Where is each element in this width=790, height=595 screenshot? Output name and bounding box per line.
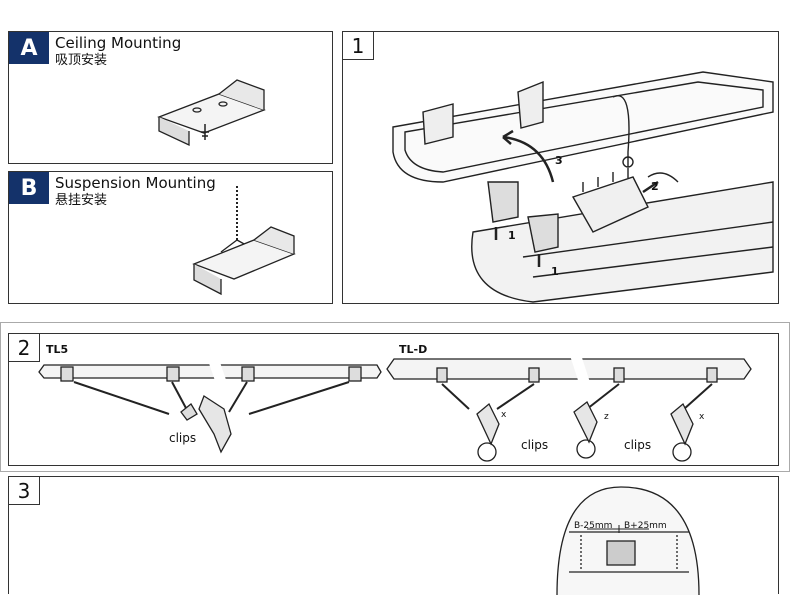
panel-title: Suspension Mounting [55, 174, 216, 192]
step-number: 1 [343, 32, 374, 60]
panel-badge: A [9, 32, 49, 64]
panel-badge: B [9, 172, 49, 204]
panel-title: Ceiling Mounting [55, 34, 182, 52]
dimension-left: B-25mm [574, 521, 613, 531]
callout-1a: 1 [508, 229, 516, 242]
callout-2: 2 [651, 180, 659, 193]
callout-1b: 1 [551, 265, 559, 278]
luminaire-wiring-illustration [392, 71, 774, 303]
tl5-label: TL5 [46, 343, 69, 356]
suspension-bracket-illustration [192, 186, 296, 296]
panel-step-2: 2 TL5 TL-D [8, 333, 779, 466]
panel-subtitle: 悬挂安装 [55, 193, 108, 208]
axis-x-left: x [501, 410, 507, 420]
ceiling-bracket-illustration [157, 79, 266, 147]
clip-mounting-illustration [38, 351, 752, 462]
clips-label-right: clips [624, 438, 652, 452]
panel-step-3: 3 B-25mm B+25mm [8, 476, 779, 595]
callout-3: 3 [555, 154, 563, 167]
axis-z: z [604, 412, 609, 422]
panel-ceiling-mounting: A Ceiling Mounting 吸顶安装 [8, 31, 333, 164]
step-number: 3 [9, 477, 40, 505]
axis-x-right: x [699, 412, 705, 422]
panel-step-1: 1 [342, 31, 779, 304]
tld-label: TL-D [399, 343, 428, 356]
panel-subtitle: 吸顶安装 [55, 53, 108, 68]
step-number: 2 [9, 334, 40, 362]
spacing-detail-illustration [556, 486, 700, 595]
dimension-right: B+25mm [624, 521, 667, 531]
clips-label-left: clips [169, 431, 197, 445]
panel-suspension-mounting: B Suspension Mounting 悬挂安装 [8, 171, 333, 304]
clips-label-mid: clips [521, 438, 549, 452]
